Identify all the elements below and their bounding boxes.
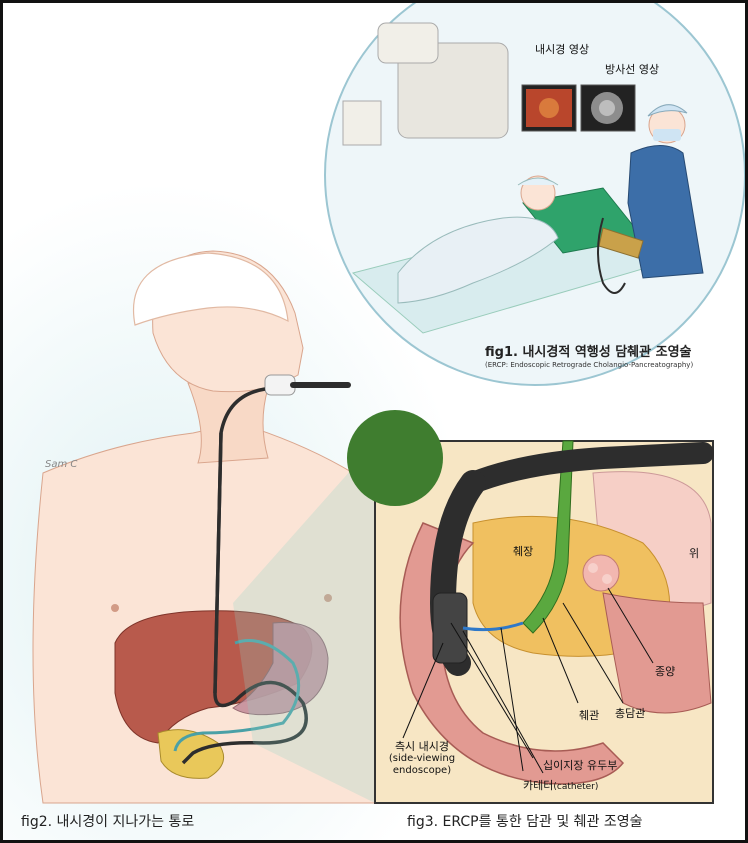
side-viewing-endoscope-en: (side-viewing (388, 753, 456, 764)
catheter-en: (catheter) (553, 782, 599, 792)
fig1-caption: fig1. 내시경적 역행성 담췌관 조영술 (485, 345, 692, 360)
tumor-label: 종양 (655, 665, 676, 678)
fig1-subcaption: (ERCP: Endoscopic Retrograde Cholangio-P… (485, 361, 694, 369)
monitor-xray-label: 방사선 영상 (605, 63, 660, 76)
medical-illustration (3, 3, 745, 840)
side-viewing-endoscope-ko: 측시 내시경 (394, 740, 450, 753)
procedure-scene (324, 3, 745, 386)
monitor-endoscope-label: 내시경 영상 (535, 43, 590, 56)
stomach-label: 위 (689, 547, 700, 560)
fig2-caption: fig2. 내시경이 지나가는 통로 (21, 814, 195, 830)
side-viewing-endoscope-en2: endoscope) (392, 765, 452, 776)
ercp-inset (347, 410, 714, 804)
common-bile-duct-label: 총담관 (615, 707, 646, 720)
side-viewing-endoscope-label: 측시 내시경 (side-viewing endoscope) (379, 741, 465, 777)
catheter-label: 카테터(catheter) (523, 774, 598, 793)
pancreas-label: 췌장 (513, 545, 534, 558)
catheter-ko: 카테터 (523, 779, 554, 792)
artist-signature: Sam C (45, 459, 78, 470)
duodenal-papilla-label: 십이지장 유두부 (543, 759, 618, 772)
fig3-caption: fig3. ERCP를 통한 담관 및 췌관 조영술 (407, 814, 643, 830)
patient-figure (32, 250, 414, 804)
pancreatic-duct-label: 췌관 (579, 709, 600, 722)
